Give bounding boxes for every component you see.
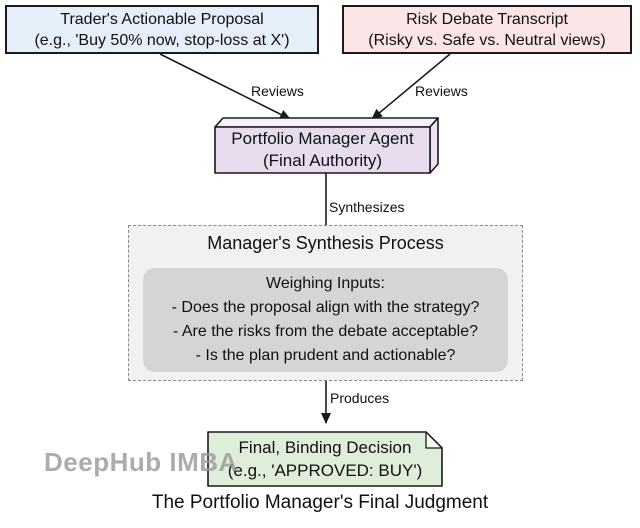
final-decision-line2: (e.g., 'APPROVED: BUY') [227,461,423,480]
node-pm-agent-label: Portfolio Manager Agent (Final Authority… [215,127,430,173]
weighing-question-3: - Is the plan prudent and actionable? [195,347,456,364]
edge-debate-to-pm [371,53,451,120]
pm-agent-line1: Portfolio Manager Agent [231,129,414,148]
trader-proposal-line1: Trader's Actionable Proposal [60,10,264,28]
node-final-decision-label: Final, Binding Decision (e.g., 'APPROVED… [208,434,442,484]
pm-agent-line2: (Final Authority) [262,151,383,170]
edge-proposal-to-pm [159,53,291,120]
risk-debate-line2: (Risky vs. Safe vs. Neutral views) [368,31,606,49]
edge-label-synthesizes: Synthesizes [329,199,405,215]
pm-agent-box [214,126,431,174]
weighing-question-2: - Are the risks from the debate acceptab… [172,323,479,340]
weighing-question-1: - Does the proposal align with the strat… [171,299,480,316]
pm-agent-box-top-face [214,117,439,128]
risk-debate-line1: Risk Debate Transcript [406,10,568,28]
final-decision-note [207,431,443,487]
node-weighing-inputs: Weighing Inputs: - Does the proposal ali… [143,268,508,372]
folded-corner-icon [425,431,443,449]
synthesis-group-title: Manager's Synthesis Process [207,233,444,253]
pm-agent-box-side-face [429,117,439,174]
trader-proposal-line2: (e.g., 'Buy 50% now, stop-loss at X') [34,31,290,49]
watermark: DeepHub IMBA [44,447,238,477]
edge-label-produces: Produces [330,390,390,406]
node-trader-proposal: Trader's Actionable Proposal (e.g., 'Buy… [5,5,319,54]
edge-label-reviews-left: Reviews [251,83,304,99]
node-risk-debate: Risk Debate Transcript (Risky vs. Safe v… [342,5,632,54]
weighing-title: Weighing Inputs: [266,275,385,292]
diagram-caption: The Portfolio Manager's Final Judgment [151,492,489,513]
edge-label-reviews-right: Reviews [415,83,468,99]
final-decision-line1: Final, Binding Decision [238,438,412,457]
